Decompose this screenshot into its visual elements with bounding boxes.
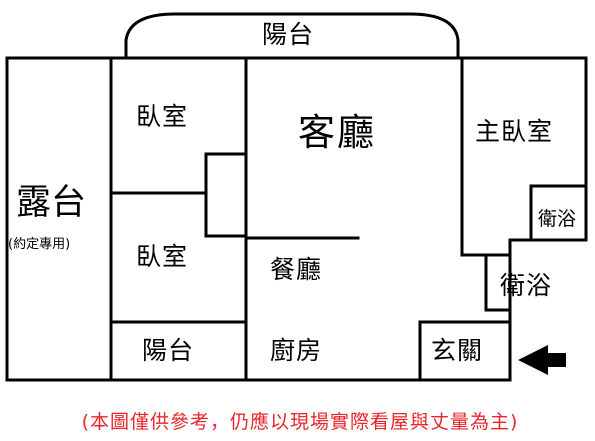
balcony-bottom-label: 陽台 <box>142 336 195 365</box>
balcony-top-arc <box>124 12 460 58</box>
bedroom-upper-label: 臥室 <box>136 102 189 131</box>
left-arrow-icon <box>518 345 566 375</box>
disclaimer-note: (本圖僅供參考，仍應以現場實際看屋與丈量為主) <box>81 411 519 433</box>
master-bedroom-label: 主臥室 <box>475 117 554 146</box>
master-bathroom-box <box>529 184 588 242</box>
terrace-label: 露台 <box>16 183 87 223</box>
living-room-label: 客廳 <box>298 111 376 154</box>
terrace-note-label: (約定專用) <box>8 237 71 252</box>
master-bathroom-label: 衛浴 <box>538 208 577 230</box>
bathroom-label: 衛浴 <box>500 271 553 300</box>
living-notch <box>204 152 248 238</box>
entrance-label: 玄關 <box>431 336 484 365</box>
outer-wall <box>5 56 588 382</box>
balcony-top-label: 陽台 <box>262 20 315 49</box>
dining-room-label: 餐廳 <box>270 255 323 284</box>
bedroom-lower-label: 臥室 <box>136 242 189 271</box>
kitchen-label: 廚房 <box>270 336 323 365</box>
